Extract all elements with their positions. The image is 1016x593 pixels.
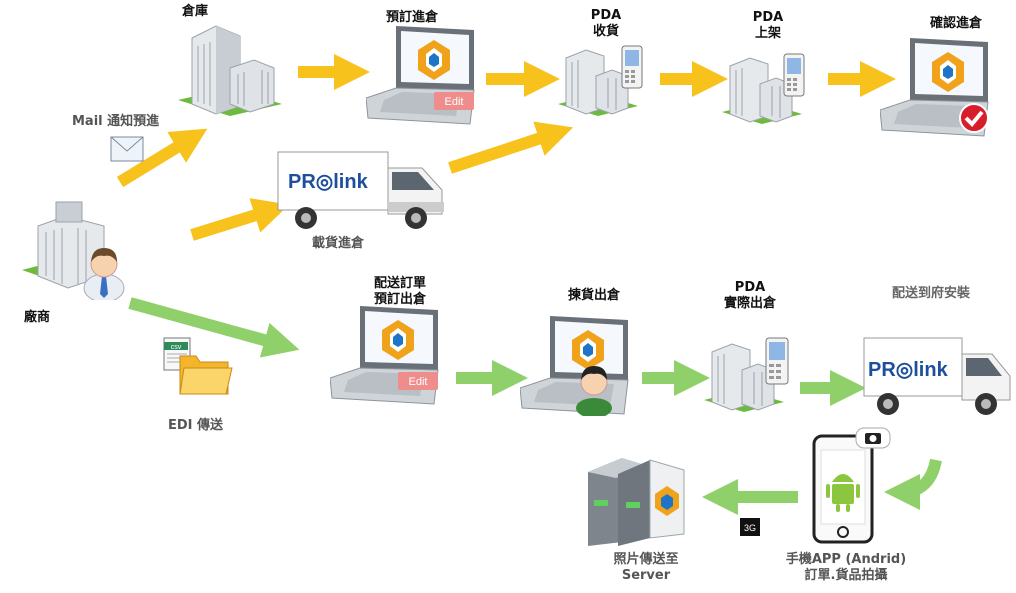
vendor-building-icon [22, 201, 125, 300]
label-confirm-in: 確認進倉 [930, 16, 983, 31]
label-pda-receive: 收貨 [592, 24, 619, 39]
edit-badge-text: Edit [409, 376, 428, 388]
server-icon [588, 458, 685, 546]
folder-icon [179, 355, 233, 395]
app-logo-icon [655, 486, 679, 516]
truck-logo-text: PR◎link [868, 359, 949, 381]
camera-icon [855, 427, 891, 449]
label-edi-transfer: EDI 傳送 [168, 418, 224, 433]
label-pda-shelf-title: PDA [752, 10, 784, 25]
confirm-laptop-icon [880, 38, 989, 137]
pda-receive-building-icon [558, 45, 643, 116]
arrow-vendor-to-delivery-order [128, 297, 300, 358]
label-pda-actual-out: 實際出倉 [723, 296, 776, 311]
label-mail-notice: Mail 通知預進 [72, 114, 160, 129]
app-logo-icon [418, 40, 450, 80]
arrow-vendor-to-warehouse [116, 128, 208, 188]
arrow-truck-to-phone [884, 458, 942, 510]
svg-text:3G: 3G [744, 523, 756, 533]
svg-text:csv: csv [171, 344, 182, 351]
label-delivery-order: 配送訂單 [374, 276, 427, 291]
label-warehouse: 倉庫 [182, 4, 209, 19]
label-photo-to-server: 照片傳送至 [613, 552, 679, 567]
signal-3g-icon: 3G [740, 518, 760, 536]
label-pre-order-in: 預訂進倉 [386, 10, 439, 25]
person-icon [576, 366, 612, 416]
picking-laptop-icon [520, 316, 629, 416]
app-logo-icon [932, 52, 964, 92]
android-robot-icon [826, 474, 860, 512]
edit-badge-top [434, 92, 474, 110]
preorder-laptop-icon: Edit [366, 26, 475, 125]
app-logo-icon [572, 330, 604, 370]
android-phone-icon [812, 427, 891, 544]
label-pda-shelf: 上架 [754, 26, 781, 41]
label-pre-order-out: 預訂出倉 [374, 292, 427, 307]
label-picking-out: 揀貨出倉 [568, 288, 621, 303]
truck-logo-text: PR◎link [288, 171, 369, 193]
label-pda-receive-title: PDA [590, 8, 622, 23]
delivery-order-laptop-icon: Edit [330, 306, 439, 405]
label-mobile-app: 手機APP (Andrid) [785, 552, 907, 567]
warehouse-building-icon [178, 25, 282, 116]
label-deliver-install: 配送到府安裝 [892, 286, 971, 301]
truck-icon: PR◎link [863, 337, 1011, 415]
label-truck-in: 載貨進倉 [312, 236, 365, 251]
pda-shelf-building-icon [722, 53, 805, 124]
label-order-photo: 訂單.貨品拍攝 [804, 568, 888, 583]
edit-badge-text: Edit [445, 96, 464, 108]
app-logo-icon [382, 320, 414, 360]
label-vendor: 廠商 [24, 310, 51, 325]
csv-folder-icon: csv [163, 337, 233, 395]
person-icon [83, 248, 125, 300]
arrow-truck-to-receive [448, 121, 574, 174]
edit-badge-bottom [398, 372, 438, 390]
mail-envelope-icon [110, 136, 144, 162]
checkmark-badge-icon [959, 103, 989, 133]
truck-icon: PR◎link [277, 151, 444, 229]
label-pda-actual-title: PDA [734, 280, 766, 295]
label-server: Server [621, 568, 671, 583]
arrow-vendor-to-truck [190, 198, 290, 241]
pda-actual-out-building-icon [704, 337, 789, 412]
